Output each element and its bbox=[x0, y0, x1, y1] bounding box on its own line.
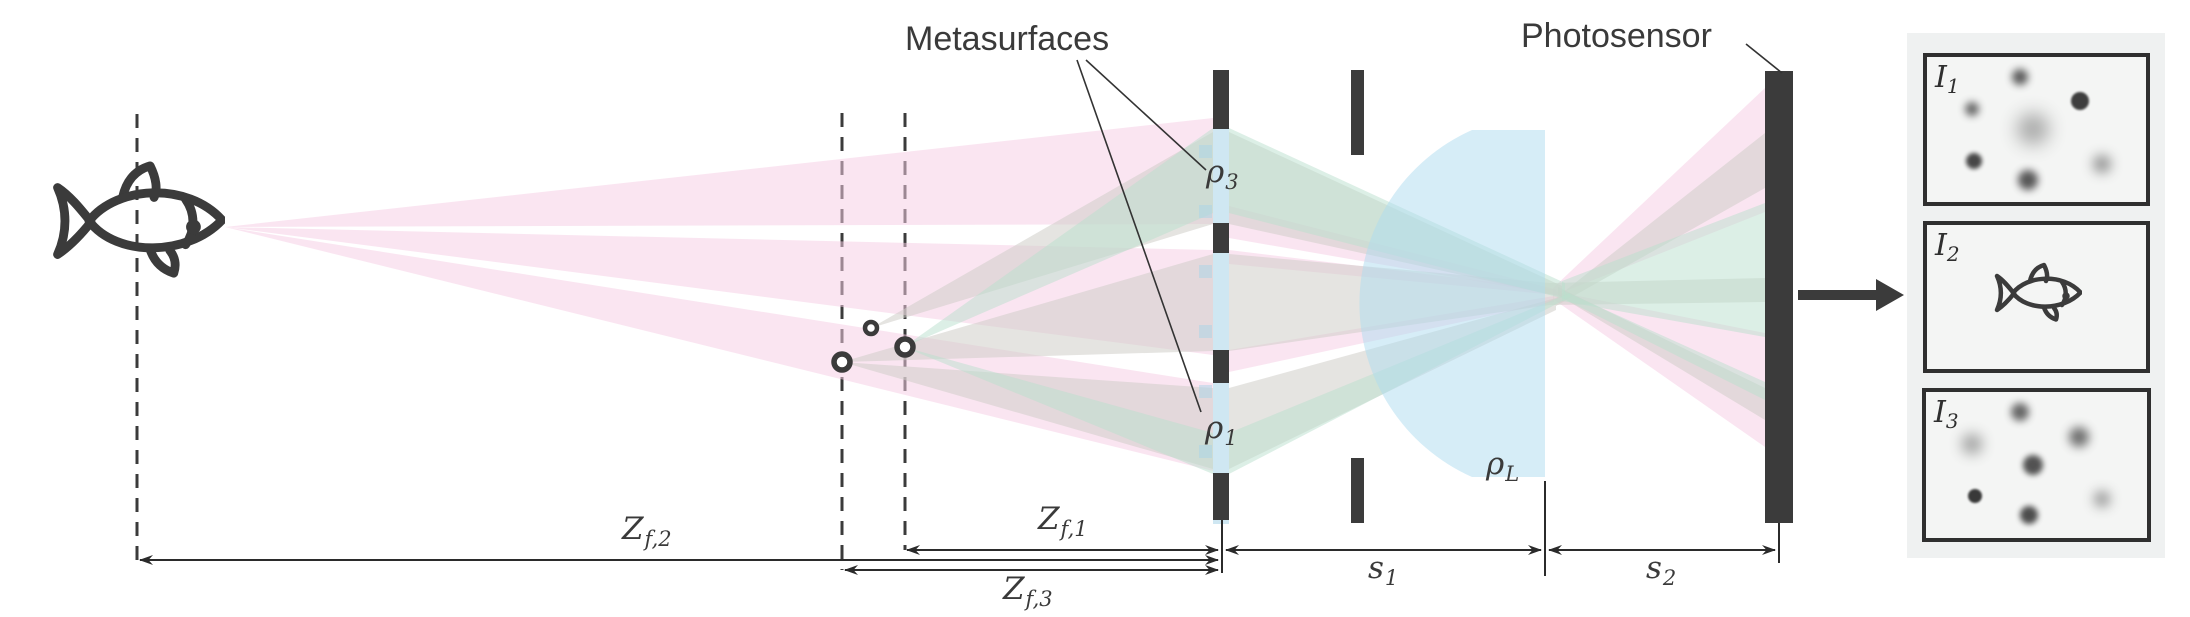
aperture-stop-bar bbox=[1351, 70, 1364, 155]
psf-dot bbox=[2018, 170, 2038, 190]
psf-dot bbox=[2071, 92, 2089, 110]
leader-lines bbox=[1076, 43, 1783, 413]
point-source-icon bbox=[862, 319, 880, 337]
psf-dot bbox=[2012, 69, 2028, 85]
metasurfaces-label: Metasurfaces bbox=[905, 20, 1110, 58]
output-image-I3: I3 bbox=[1922, 388, 2151, 542]
psf-dots-layer bbox=[1926, 392, 2147, 538]
zf3-label: Zf,3 bbox=[1003, 571, 1053, 611]
s2-label: s2 bbox=[1646, 550, 1677, 590]
psf-dot bbox=[2020, 506, 2038, 524]
psf-dot bbox=[2017, 113, 2049, 145]
dimension-lines bbox=[139, 481, 1780, 576]
I1-label: I1 bbox=[1935, 60, 1960, 98]
psf-dot bbox=[2011, 403, 2029, 421]
point-source-icon bbox=[831, 351, 853, 373]
psf-dot bbox=[1962, 434, 1982, 454]
psf-dot bbox=[2094, 491, 2110, 507]
psf-dot bbox=[2069, 427, 2089, 447]
fish-icon bbox=[58, 166, 222, 273]
psf-dot bbox=[2093, 155, 2111, 173]
aperture-stop-bar bbox=[1351, 458, 1364, 523]
metasurface-stop-bar bbox=[1213, 70, 1229, 129]
zf2-label: Zf,2 bbox=[622, 511, 672, 551]
arrow-right-icon bbox=[1798, 279, 1904, 311]
psf-dot bbox=[1966, 153, 1982, 169]
psf-dots-layer bbox=[1927, 57, 2146, 202]
I2-label: I2 bbox=[1935, 228, 1960, 266]
rho1-label: ρ1 bbox=[1205, 410, 1238, 450]
aperture-bars bbox=[1213, 70, 1793, 523]
photosensor-label: Photosensor bbox=[1521, 17, 1712, 55]
point-source-icon bbox=[894, 336, 916, 358]
psf-dot bbox=[2023, 455, 2043, 475]
zf1-label: Zf,1 bbox=[1038, 501, 1088, 541]
I3-label: I3 bbox=[1934, 395, 1959, 433]
psf-dot bbox=[1965, 102, 1979, 116]
fish-icon bbox=[1982, 261, 2082, 326]
photosensor-bar bbox=[1765, 71, 1793, 523]
psf-dot bbox=[1968, 489, 1982, 503]
metasurface-dash-pattern bbox=[1199, 145, 1212, 458]
lens-shape bbox=[1359, 130, 1545, 477]
metasurface-stop-bar bbox=[1213, 223, 1229, 253]
metasurface-stop-bar bbox=[1213, 350, 1229, 383]
output-images-container: I1 I2 I3 bbox=[1907, 33, 2165, 558]
pink-beams bbox=[225, 88, 1765, 471]
output-image-I2: I2 bbox=[1923, 221, 2150, 373]
rhoL-label: ρL bbox=[1486, 446, 1520, 486]
s1-label: s1 bbox=[1368, 550, 1399, 590]
virtual-point-sources bbox=[831, 319, 916, 373]
rho3-label: ρ3 bbox=[1206, 154, 1239, 194]
output-image-I1: I1 bbox=[1923, 53, 2150, 206]
metasurface-stop-bar bbox=[1213, 473, 1229, 520]
